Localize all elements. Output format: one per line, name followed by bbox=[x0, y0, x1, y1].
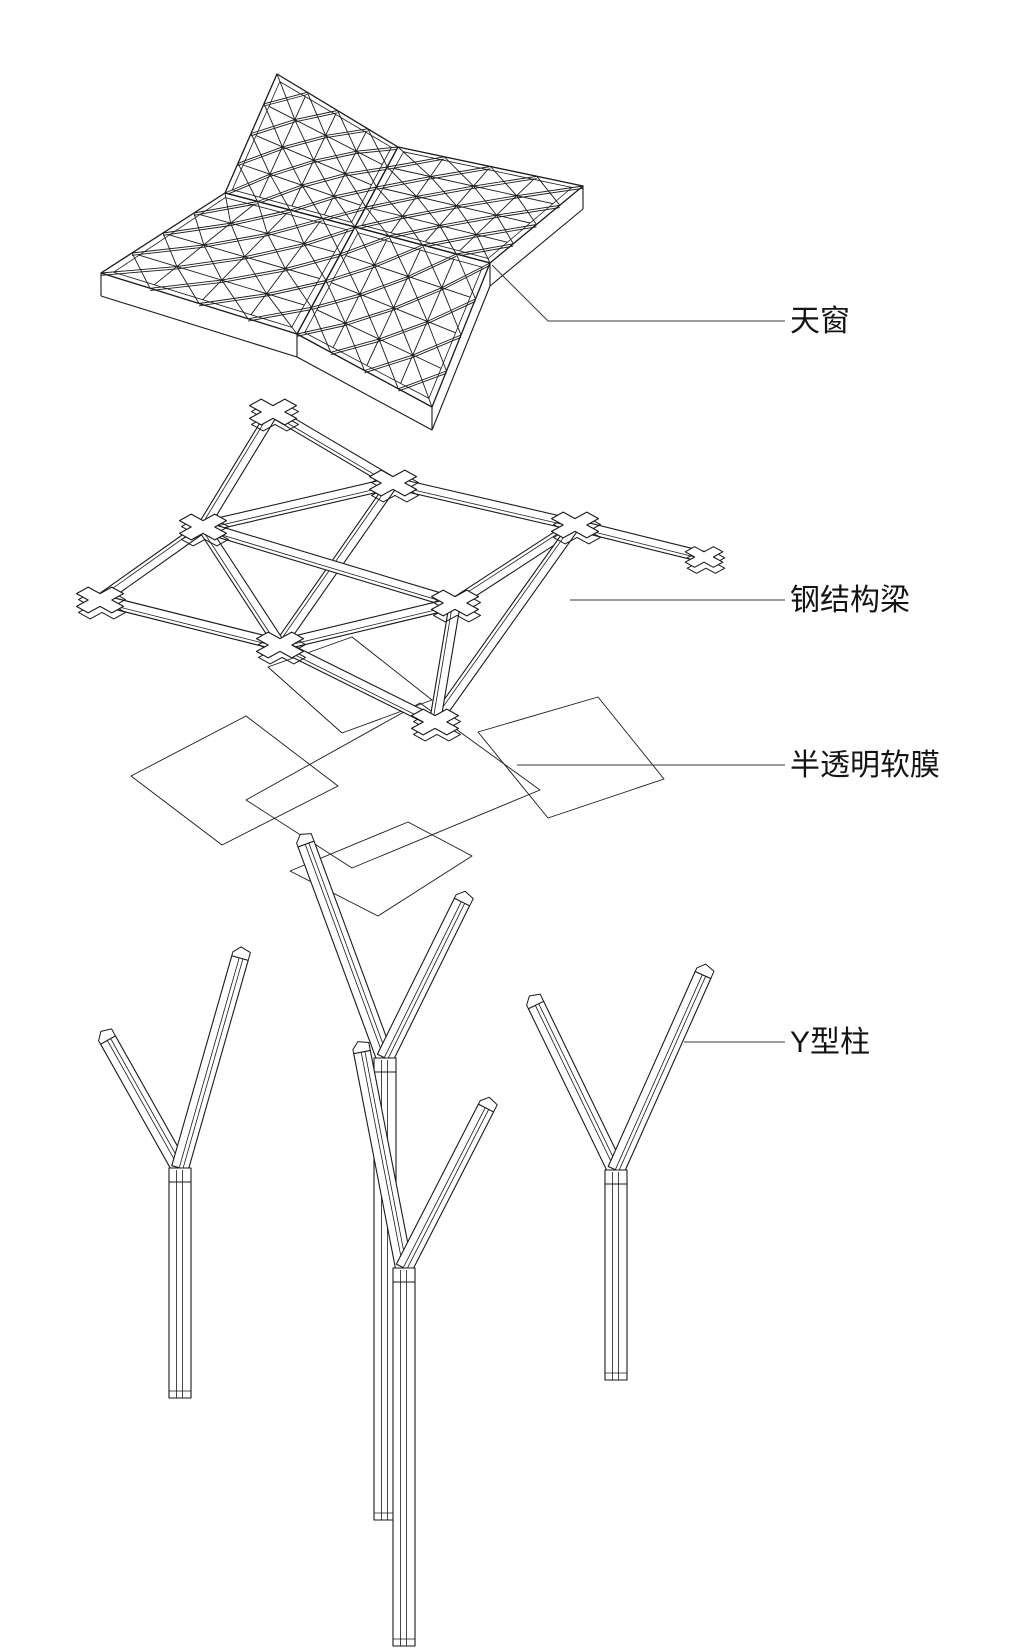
y-columns-drawing bbox=[98, 833, 715, 1647]
label-skylight: 天窗 bbox=[790, 305, 850, 338]
label-membrane: 半透明软膜 bbox=[790, 749, 940, 782]
skylight-drawing bbox=[100, 73, 584, 431]
label-y-column: Y型柱 bbox=[790, 1026, 870, 1059]
steel-frame-drawing bbox=[75, 398, 726, 742]
label-steel-beam: 钢结构梁 bbox=[790, 584, 910, 617]
membrane-drawing bbox=[130, 636, 665, 917]
leader-lines bbox=[491, 264, 785, 1043]
